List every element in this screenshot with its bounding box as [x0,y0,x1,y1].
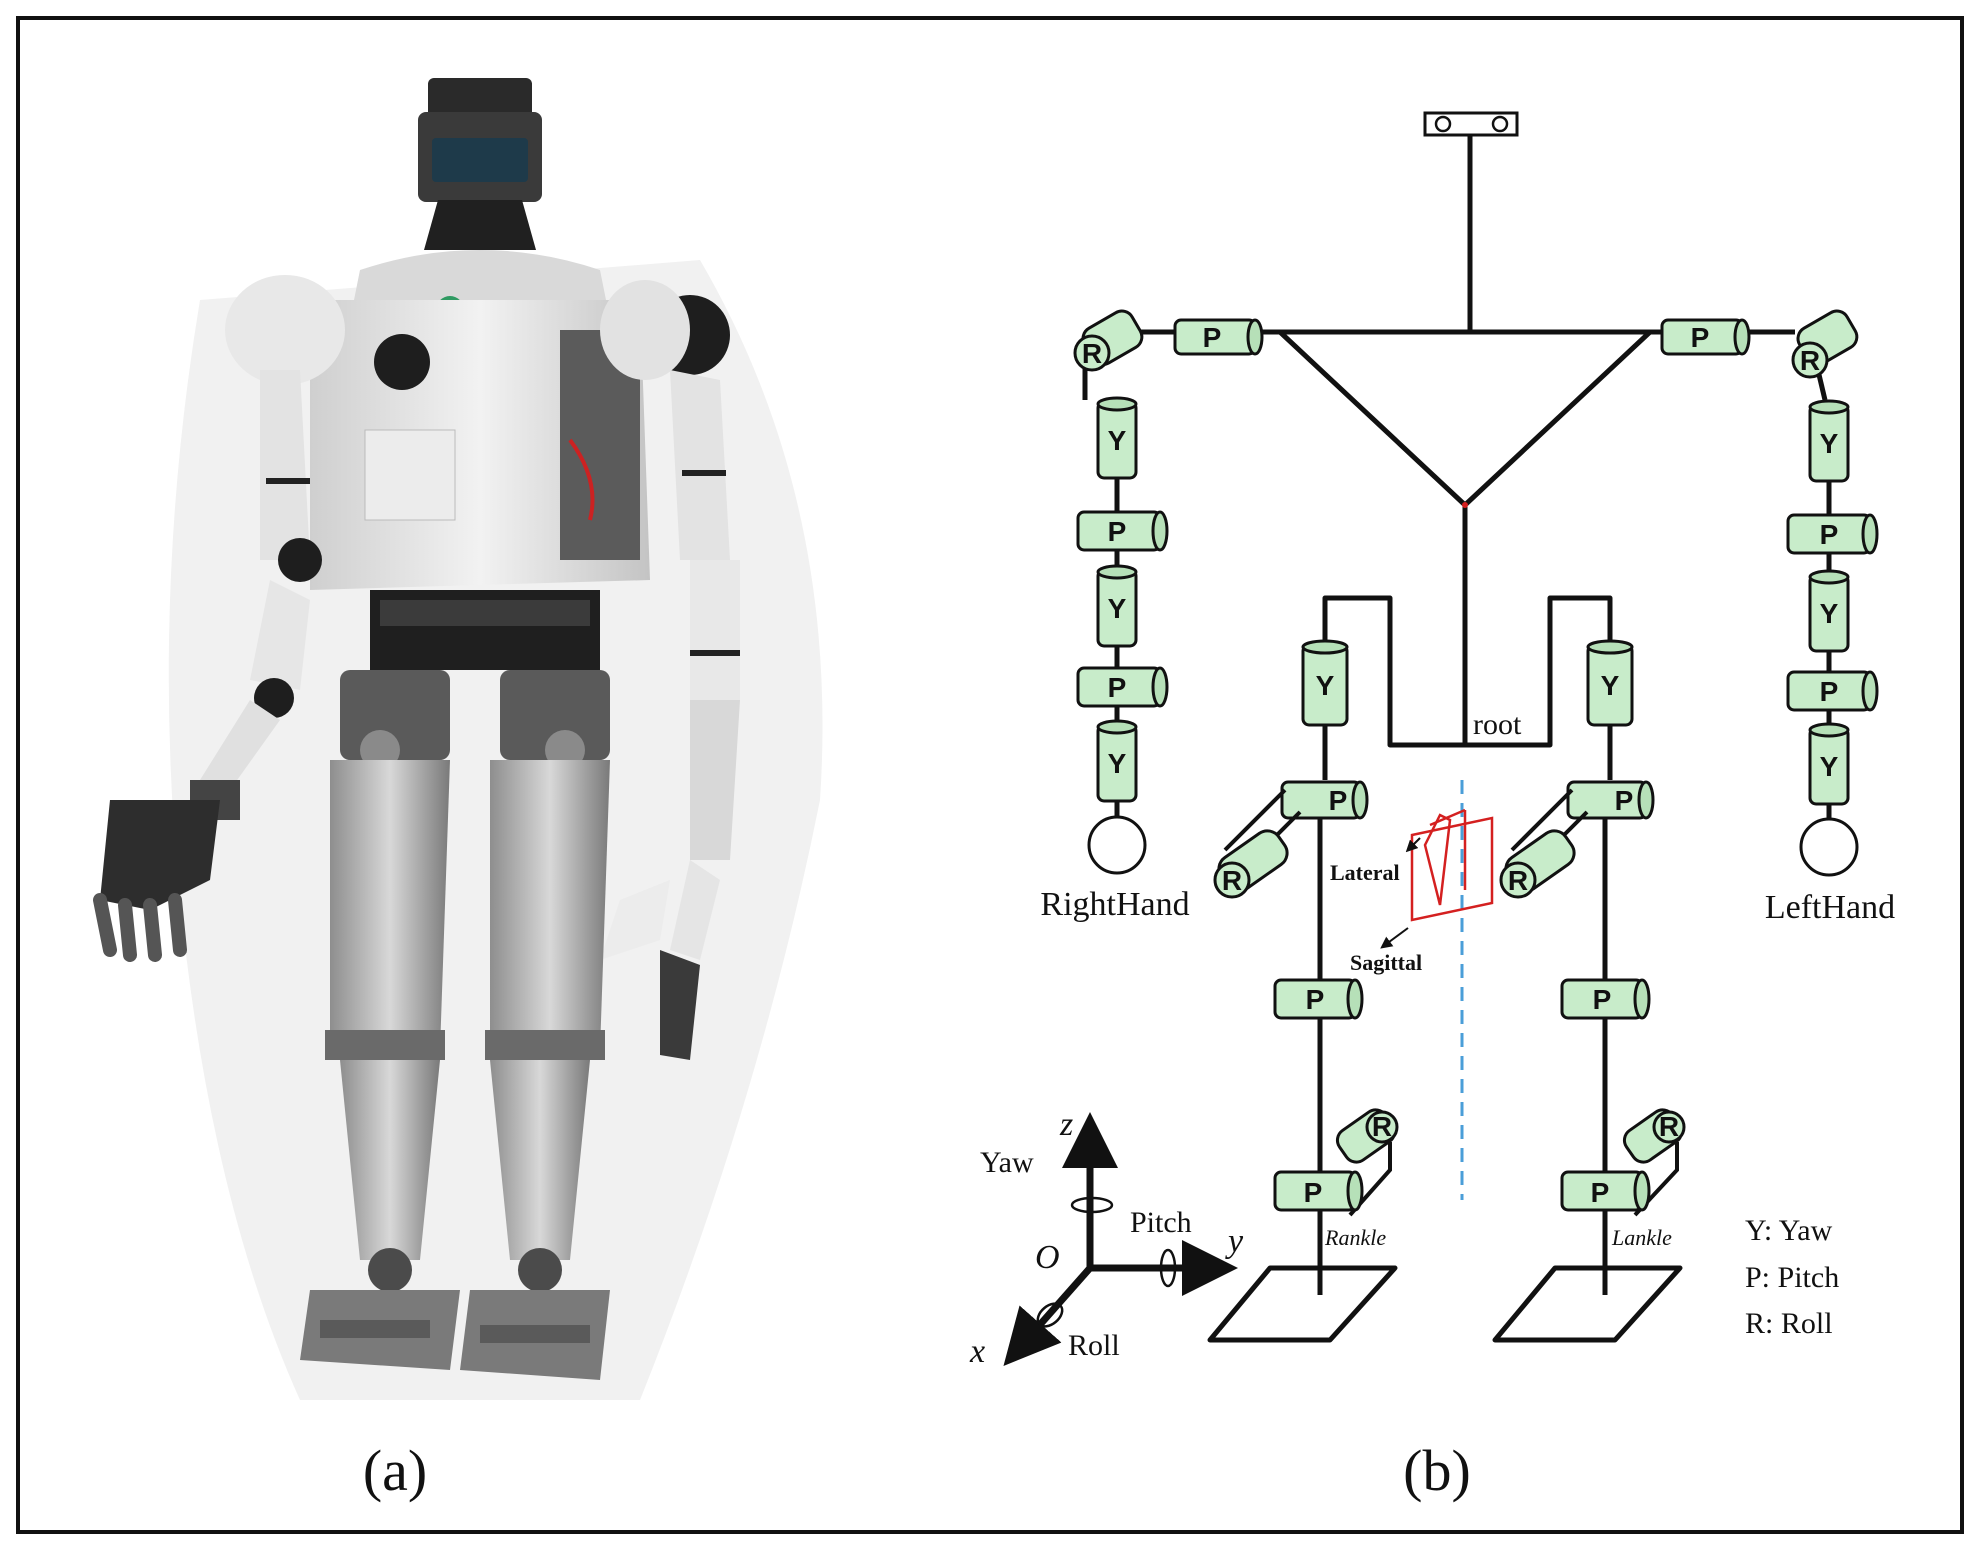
svg-text:R: R [1659,1111,1679,1142]
svg-text:Y: Y [1108,425,1127,456]
svg-text:P: P [1203,322,1222,353]
svg-text:P: P [1820,519,1839,550]
right-ankle-roll-joint: R [1335,1108,1399,1164]
svg-text:P: P [1108,672,1127,703]
left-ankle-pitch-joint: P [1560,1170,1651,1212]
svg-text:P: P [1615,785,1634,816]
axis-y-label: y [1225,1223,1244,1260]
joint-legend: Y: Yaw P: Pitch R: Roll [1745,1214,1839,1340]
right-hip-pitch-joint: P [1280,780,1369,820]
right-foot [1207,1265,1398,1343]
axis-z-label: z [1059,1106,1073,1143]
svg-text:Y: Y [1108,748,1127,779]
caption-b: (b) [1403,1438,1471,1503]
right-hand-end-effector [1087,815,1147,875]
axis-x-label: x [969,1333,985,1370]
right-arm-yaw-joint-2: Y [1096,564,1138,648]
axis-origin-label: O [1035,1239,1060,1276]
figure-frame [16,16,1964,1534]
left-ankle-roll-joint: R [1622,1108,1686,1164]
right-arm-pitch-joint-1: P [1076,510,1169,552]
svg-text:R: R [1800,345,1820,376]
lateral-label: Lateral [1330,860,1400,885]
legend-yaw: Y: Yaw [1745,1214,1833,1247]
left-arm-yaw-joint-1: Y [1808,399,1850,483]
right-hip-roll-joint: R [1213,829,1289,899]
svg-text:P: P [1820,676,1839,707]
left-arm-pitch-joint-2: P [1786,670,1879,712]
svg-text:Y: Y [1820,751,1839,782]
sagittal-label: Sagittal [1350,950,1422,975]
left-knee-pitch-joint: P [1560,978,1651,1020]
svg-text:P: P [1108,516,1127,547]
svg-text:R: R [1082,338,1102,369]
left-shoulder-pitch-joint: P [1660,318,1751,356]
head-sensor [1423,111,1519,137]
svg-text:P: P [1593,984,1612,1015]
svg-text:R: R [1508,865,1528,896]
coordinate-axes [1003,1112,1238,1366]
right-arm-yaw-joint-1: Y [1096,396,1138,480]
robot-photo [93,78,823,1400]
torso-triangle [1277,329,1653,508]
legend-roll: R: Roll [1745,1307,1833,1340]
right-shoulder-pitch-joint: P [1173,318,1264,356]
left-arm-pitch-joint-1: P [1786,513,1879,555]
right-ankle-pitch-joint: P [1273,1170,1364,1212]
root-label: root [1473,708,1522,741]
legend-pitch: P: Pitch [1745,1261,1839,1294]
svg-text:Y: Y [1108,593,1127,624]
axis-yaw-label: Yaw [980,1146,1034,1179]
svg-text:P: P [1329,785,1348,816]
left-hip-yaw-joint: Y [1586,639,1634,727]
svg-text:Y: Y [1316,670,1335,701]
left-foot [1492,1265,1683,1343]
svg-text:P: P [1691,322,1710,353]
right-hand-label: RightHand [1040,886,1189,923]
left-arm-yaw-joint-3: Y [1808,722,1850,806]
left-arm-yaw-joint-2: Y [1808,569,1850,653]
right-arm-pitch-joint-2: P [1076,666,1169,708]
svg-text:Y: Y [1820,428,1839,459]
svg-text:P: P [1591,1177,1610,1208]
right-shoulder-roll-joint: R [1073,309,1144,372]
svg-text:Y: Y [1820,598,1839,629]
pelvis-link [1322,595,1613,748]
right-ankle-label: Rankle [1324,1225,1386,1250]
sagittal-lateral-planes [1410,808,1494,922]
axis-pitch-label: Pitch [1130,1206,1192,1239]
left-ankle-label: Lankle [1611,1225,1672,1250]
svg-text:P: P [1304,1177,1323,1208]
svg-text:R: R [1372,1111,1392,1142]
right-hip-yaw-joint: Y [1301,639,1349,727]
left-hip-roll-joint: R [1499,829,1576,899]
left-hip-pitch-joint: P [1566,780,1655,820]
svg-text:R: R [1222,865,1242,896]
axis-roll-label: Roll [1068,1329,1120,1362]
caption-a: (a) [363,1438,427,1503]
left-hand-label: LeftHand [1765,889,1895,926]
svg-text:P: P [1306,984,1325,1015]
right-knee-pitch-joint: P [1273,978,1364,1020]
kinematic-diagram: root P R Y P Y [969,111,1895,1370]
left-hand-end-effector [1799,817,1859,877]
right-arm-yaw-joint-3: Y [1096,719,1138,803]
left-shoulder-roll-joint: R [1791,309,1859,379]
svg-text:Y: Y [1601,670,1620,701]
